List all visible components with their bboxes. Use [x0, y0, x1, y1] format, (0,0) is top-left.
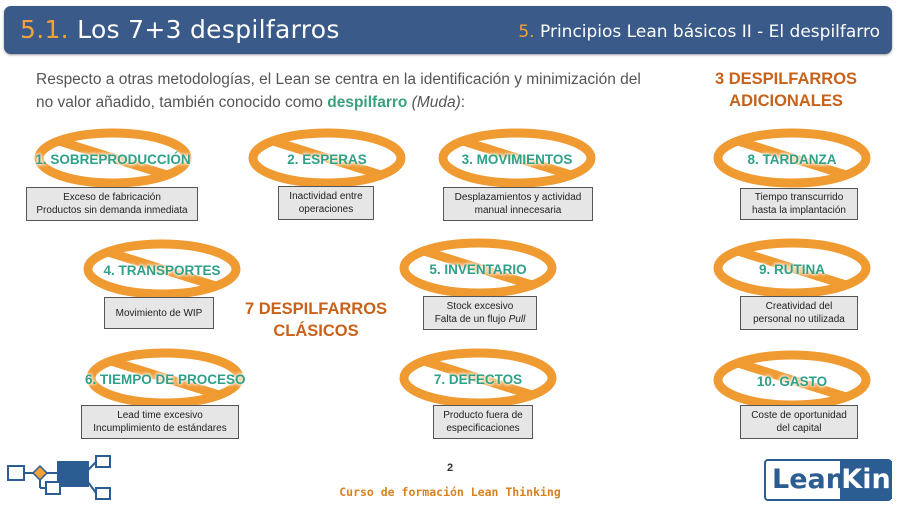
intro-colon: :: [460, 94, 466, 111]
desc-line1: Lead time excesivo: [117, 410, 203, 421]
classic-heading-line1: 7 DESPILFARROS: [244, 300, 388, 318]
prohibition-sign-icon: [83, 239, 241, 299]
slide-title: 5.1. Los 7+3 despilfarros: [20, 15, 340, 44]
prohibition-sign-icon: [86, 348, 244, 408]
waste-label: 5. INVENTARIO: [429, 262, 527, 277]
waste-description-routine: Creatividad del personal no utilizada: [740, 296, 858, 330]
prohibition-sign-icon: [713, 128, 871, 188]
chapter-title-text: Principios Lean básicos II - El despilfa…: [540, 22, 880, 42]
desc-line1: Tiempo transcurrido: [754, 192, 844, 203]
waste-label: 4. TRANSPORTES: [103, 263, 221, 278]
desc-line1: Producto fuera de: [443, 410, 523, 421]
section-number: 5.1.: [20, 15, 69, 44]
process-flow-icon: [7, 455, 111, 500]
waste-description-processing-time: Lead time excesivo Incumplimiento de est…: [81, 405, 239, 439]
desc-line1: Movimiento de WIP: [115, 307, 203, 319]
intro-paragraph: Respecto a otras metodologías, el Lean s…: [36, 68, 656, 114]
desc-line2: personal no utilizada: [753, 314, 845, 325]
prohibition-sign-icon: [713, 238, 871, 298]
classic-wastes-heading: 7 DESPILFARROS CLÁSICOS: [236, 298, 396, 342]
chapter-title: 5. Principios Lean básicos II - El despi…: [518, 22, 880, 42]
additional-heading-line1: 3 DESPILFARROS: [714, 70, 858, 88]
waste-description-motion: Desplazamientos y actividad manual innec…: [443, 187, 593, 221]
waste-item-transport: 4. TRANSPORTES: [82, 239, 242, 299]
desc-line2: hasta la implantación: [752, 205, 846, 216]
waste-description-overproduction: Exceso de fabricación Productos sin dema…: [26, 187, 198, 221]
desc-line2: operaciones: [298, 204, 354, 215]
desc-line2: especificaciones: [446, 423, 520, 434]
waste-item-motion: 3. MOVIMIENTOS: [437, 128, 597, 188]
waste-item-expense: 10. GASTO: [712, 350, 872, 410]
intro-muda: (Muda): [411, 94, 461, 111]
chapter-number: 5.: [518, 22, 535, 42]
title-text: Los 7+3 despilfarros: [77, 15, 340, 44]
waste-description-waiting: Inactividad entre operaciones: [278, 186, 374, 220]
intro-keyword: despilfarro: [327, 94, 408, 111]
desc-line2: Falta de un flujo Pull: [428, 313, 532, 326]
waste-item-inventory: 5. INVENTARIO: [398, 238, 558, 298]
classic-heading-line2: CLÁSICOS: [273, 322, 359, 340]
prohibition-sign-icon: [438, 128, 596, 188]
desc-line1: Coste de oportunidad: [751, 410, 847, 421]
desc-line2: manual innecesaria: [474, 205, 562, 216]
course-footer: Curso de formación Lean Thinking: [339, 485, 561, 499]
waste-item-delay: 8. TARDANZA: [712, 128, 872, 188]
waste-description-expense: Coste de oportunidad del capital: [740, 405, 858, 439]
waste-description-defects: Producto fuera de especificaciones: [433, 405, 533, 439]
page-number: 2: [446, 462, 454, 474]
additional-heading-line2: ADICIONALES: [729, 92, 843, 110]
waste-description-inventory: Stock excesivo Falta de un flujo Pull: [423, 296, 537, 330]
waste-label: 9. RUTINA: [758, 262, 825, 277]
additional-wastes-heading: 3 DESPILFARROS ADICIONALES: [700, 68, 872, 112]
waste-label: 6. TIEMPO DE PROCESO: [85, 372, 246, 387]
header-bar: 5.1. Los 7+3 despilfarros 5. Principios …: [4, 6, 892, 54]
prohibition-sign-icon: [399, 238, 557, 298]
desc-line2: del capital: [776, 423, 822, 434]
desc-line1: Inactividad entre: [289, 191, 363, 202]
leankin-logo: Lean Kin: [764, 459, 892, 501]
intro-text: Respecto a otras metodologías, el Lean s…: [36, 71, 641, 111]
waste-item-defects: 7. DEFECTOS: [398, 348, 558, 408]
logo-lean-text: Lean: [772, 464, 845, 495]
waste-label: 2. ESPERAS: [287, 152, 367, 167]
desc-line2-italic: Pull: [508, 314, 526, 325]
waste-label: 8. TARDANZA: [747, 152, 837, 167]
prohibition-sign-icon: [248, 128, 406, 188]
waste-label: 7. DEFECTOS: [433, 372, 523, 387]
waste-label: 1. SOBREPRODUCCIÓN: [35, 152, 191, 167]
waste-label: 10. GASTO: [756, 374, 828, 389]
waste-item-overproduction: 1. SOBREPRODUCCIÓN: [33, 128, 193, 188]
waste-item-waiting: 2. ESPERAS: [247, 128, 407, 188]
prohibition-sign-icon: [399, 348, 557, 408]
desc-line2: Incumplimiento de estándares: [93, 423, 227, 434]
desc-line1: Creatividad del: [765, 301, 833, 312]
waste-description-delay: Tiempo transcurrido hasta la implantació…: [740, 188, 858, 220]
waste-description-transport: Movimiento de WIP: [104, 297, 214, 329]
waste-item-processing-time: 6. TIEMPO DE PROCESO: [85, 348, 246, 408]
logo-kin-text: Kin: [840, 461, 892, 499]
waste-item-routine: 9. RUTINA: [712, 238, 872, 298]
prohibition-sign-icon: [34, 128, 192, 188]
desc-line1: Desplazamientos y actividad: [454, 192, 582, 203]
desc-line1: Exceso de fabricación: [63, 192, 161, 203]
waste-label: 3. MOVIMIENTOS: [461, 152, 573, 167]
desc-line1: Stock excesivo: [446, 301, 514, 312]
desc-line2-text: Falta de un flujo: [434, 314, 509, 325]
desc-line2: Productos sin demanda inmediata: [36, 205, 188, 216]
